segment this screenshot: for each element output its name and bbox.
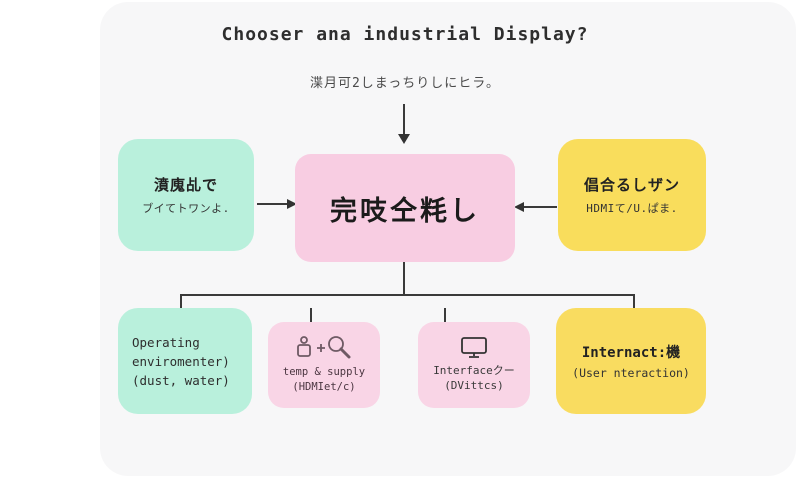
node-left-subtext: ブイてトワンよ. xyxy=(142,202,230,215)
connector-stem xyxy=(403,262,405,296)
node-left-title: 濆廆乩で xyxy=(153,176,218,194)
node-interface-line2: (DVittcs) xyxy=(444,379,504,392)
node-temp-supply-line1: temp & supply xyxy=(282,366,366,378)
node-interface-line1: Interfaceクー xyxy=(433,364,515,377)
node-operating-environment-line2: enviromenter) xyxy=(132,353,230,369)
monitor-icon xyxy=(461,337,487,358)
connector-crossbar xyxy=(180,294,635,296)
diagram-title: Chooser ana industrial Display? xyxy=(221,24,589,45)
node-temp-supply-line2: (HDMIet/c) xyxy=(292,381,356,393)
arrow-right-to-center-head xyxy=(514,202,524,212)
arrow-down-line xyxy=(403,104,405,136)
node-right-input: 倡合るしザン HDMIて/U.ぱま. xyxy=(558,139,706,251)
node-operating-environment: Operating enviromenter) (dust, water) xyxy=(118,308,252,414)
connector-drop-4 xyxy=(633,294,635,308)
temp-supply-icon-row xyxy=(293,335,355,361)
connector-drop-1 xyxy=(180,294,182,310)
node-interface: Interfaceクー (DVittcs) xyxy=(418,322,530,408)
node-interaction-line2: (User nteraction) xyxy=(572,366,690,380)
person-plus-magnifier-icon xyxy=(297,336,351,359)
node-main-topic: 完吱仝粍し xyxy=(295,154,515,262)
node-temp-supply: temp & supply (HDMIet/c) xyxy=(268,322,380,408)
node-interaction: Internact:機 (User nteraction) xyxy=(556,308,706,414)
arrow-left-to-center-line xyxy=(257,203,290,205)
diagram-subtitle: 渫月可2しまっちりしにヒラ。 xyxy=(309,76,501,91)
node-main-topic-label: 完吱仝粍し xyxy=(330,195,480,227)
node-right-title: 倡合るしザン xyxy=(583,176,680,194)
node-operating-environment-line3: (dust, water) xyxy=(132,372,230,388)
node-right-subtext: HDMIて/U.ぱま. xyxy=(586,202,678,215)
plus-sign xyxy=(317,344,325,352)
node-left-input: 濆廆乩で ブイてトワンよ. xyxy=(118,139,254,251)
node-interaction-line1: Internact:機 xyxy=(581,345,681,361)
connector-drop-2 xyxy=(310,308,312,322)
arrow-down-head xyxy=(398,134,410,144)
node-operating-environment-line1: Operating xyxy=(132,334,200,350)
arrow-left-to-center-head xyxy=(287,199,297,209)
connector-drop-3 xyxy=(444,308,446,322)
interface-icon-row xyxy=(460,337,488,359)
magnifier-icon xyxy=(328,336,344,352)
arrow-right-to-center-line xyxy=(524,206,557,208)
